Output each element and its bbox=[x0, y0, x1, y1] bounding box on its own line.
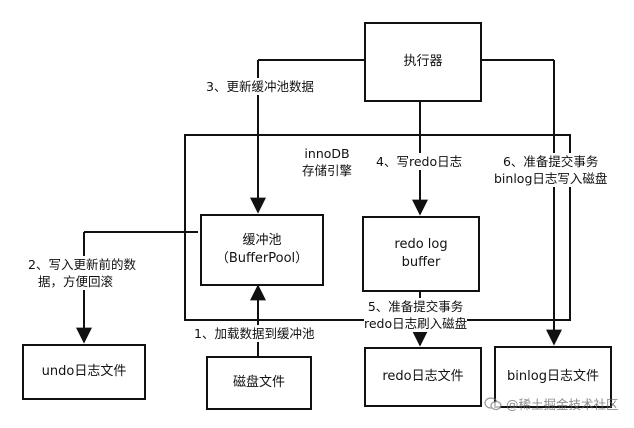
step-1-label: 1、加载数据到缓冲池 bbox=[194, 325, 315, 342]
step-5-line-2: redo日志刷入磁盘 bbox=[364, 316, 468, 331]
step-2-line-1: 2、写入更新前的数 bbox=[28, 257, 136, 272]
buffer-pool-label: 缓冲池 bbox=[242, 233, 282, 248]
step-4-label: 4、写redo日志 bbox=[376, 153, 463, 170]
innodb-label-line-1: innoDB bbox=[304, 146, 350, 161]
watermark: @稀土掘金技术社区 bbox=[484, 394, 619, 413]
redo-log-buffer-line-1: redo log bbox=[394, 237, 448, 252]
step-6-line-2: binlog日志写入磁盘 bbox=[494, 171, 608, 186]
buffer-pool-box: 缓冲池 （BufferPool） bbox=[200, 214, 324, 286]
step-5-label: 5、准备提交事务 redo日志刷入磁盘 bbox=[364, 298, 468, 332]
innodb-label-line-2: 存储引擎 bbox=[302, 163, 353, 178]
step-3-label: 3、更新缓冲池数据 bbox=[206, 78, 314, 95]
step-5-line-1: 5、准备提交事务 bbox=[367, 299, 464, 314]
undo-file-label: undo日志文件 bbox=[41, 364, 127, 379]
executor-box: 执行器 bbox=[364, 22, 482, 102]
step-6-label: 6、准备提交事务 binlog日志写入磁盘 bbox=[494, 153, 608, 187]
wechat-icon bbox=[484, 396, 502, 410]
innodb-label: innoDB 存储引擎 bbox=[302, 145, 353, 179]
binlog-file-box: binlog日志文件 bbox=[494, 346, 612, 408]
step-6-line-1: 6、准备提交事务 bbox=[502, 154, 599, 169]
redo-file-label: redo日志文件 bbox=[382, 369, 464, 384]
redo-file-box: redo日志文件 bbox=[364, 347, 482, 407]
redo-log-buffer-box: redo log buffer bbox=[362, 216, 480, 292]
step-2-label: 2、写入更新前的数 据，方便回滚 bbox=[28, 256, 136, 290]
disk-file-box: 磁盘文件 bbox=[206, 356, 312, 410]
undo-file-box: undo日志文件 bbox=[22, 344, 146, 400]
binlog-file-label: binlog日志文件 bbox=[507, 369, 599, 384]
buffer-pool-sublabel: （BufferPool） bbox=[215, 251, 309, 266]
watermark-text: @稀土掘金技术社区 bbox=[506, 397, 619, 412]
disk-file-label: 磁盘文件 bbox=[232, 375, 285, 390]
executor-label: 执行器 bbox=[403, 54, 443, 69]
step-2-line-2: 据，方便回滚 bbox=[38, 274, 114, 289]
redo-log-buffer-line-2: buffer bbox=[401, 255, 441, 270]
